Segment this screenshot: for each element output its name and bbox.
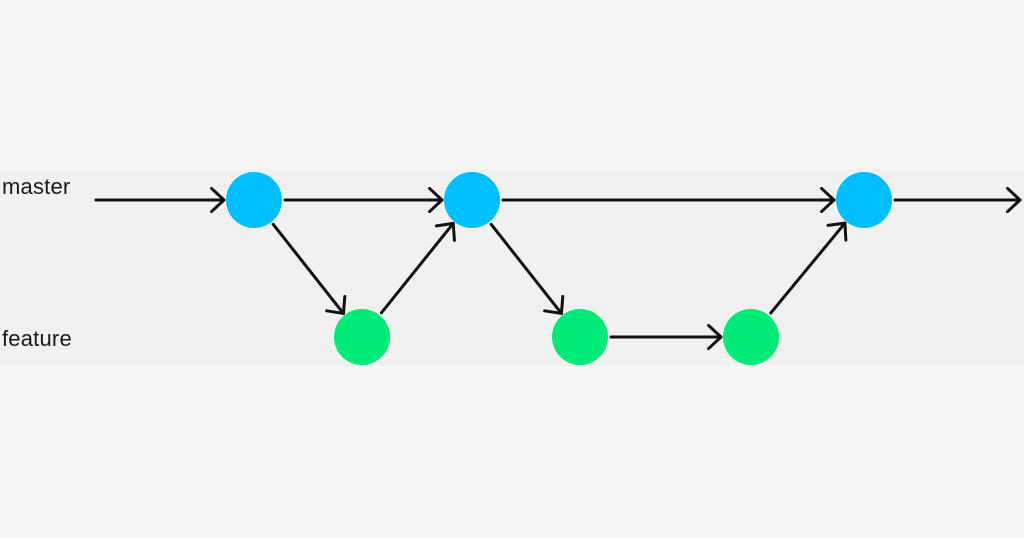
commit-node-master-m1 bbox=[226, 172, 282, 228]
commit-node-master-m2 bbox=[444, 172, 500, 228]
arrow-f2-to-f3 bbox=[609, 323, 723, 351]
arrow-m2-to-f2 bbox=[489, 222, 565, 315]
arrow-start-to-m1 bbox=[94, 186, 226, 214]
branch-label-feature: feature bbox=[2, 326, 72, 351]
commit-node-feature-f2 bbox=[552, 309, 608, 365]
arrow-m3-to-end bbox=[893, 186, 1022, 214]
edges-layer bbox=[94, 186, 1022, 351]
commit-node-feature-f1 bbox=[334, 309, 390, 365]
commit-node-feature-f3 bbox=[723, 309, 779, 365]
nodes-layer bbox=[226, 172, 892, 365]
branch-label-master: master bbox=[2, 174, 71, 199]
arrow-m1-to-m2 bbox=[283, 186, 444, 214]
arrow-m2-to-m3 bbox=[501, 186, 836, 214]
commit-node-master-m3 bbox=[836, 172, 892, 228]
arrow-m1-to-f1 bbox=[271, 222, 347, 315]
arrow-f3-to-m3 bbox=[769, 221, 848, 315]
arrow-f1-to-m2 bbox=[379, 221, 456, 315]
